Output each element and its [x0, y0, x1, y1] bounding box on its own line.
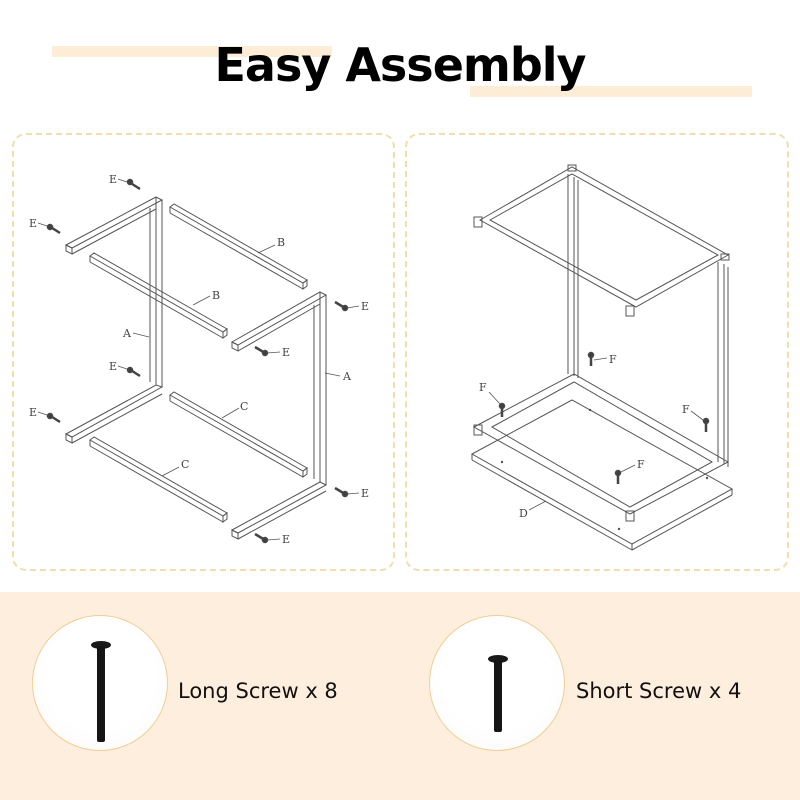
label-f: F: [637, 458, 645, 471]
label-e: E: [282, 346, 290, 359]
long-screw-thumbnail: [32, 615, 168, 751]
title-highlight-right: [470, 86, 752, 97]
label-c: C: [240, 400, 248, 413]
title-highlight-left: [52, 46, 332, 57]
long-screw-icon: [91, 641, 111, 742]
label-b: B: [277, 236, 285, 249]
label-e: E: [282, 533, 290, 546]
short-screw-thumbnail: [429, 615, 565, 751]
short-screw-label: Short Screw x 4: [576, 679, 742, 703]
label-e: E: [361, 487, 369, 500]
label-d: D: [519, 507, 528, 520]
label-f: F: [479, 381, 487, 394]
label-e: E: [29, 217, 37, 230]
label-f: F: [682, 403, 690, 416]
label-c: C: [181, 458, 189, 471]
label-e: E: [29, 406, 37, 419]
assembled-frame-illustration: F F F F D: [470, 164, 734, 551]
label-e: E: [109, 173, 117, 186]
label-b: B: [212, 289, 220, 302]
label-e: E: [109, 360, 117, 373]
label-a: A: [122, 327, 132, 340]
page-title: Easy Assembly: [214, 38, 586, 92]
assembled-frame-diagram: F F F F D: [405, 133, 789, 571]
exploded-parts-diagram: E E E E E E E E B B A A C C: [12, 133, 395, 571]
long-screw-label: Long Screw x 8: [178, 679, 338, 703]
short-screw-icon: [488, 655, 508, 732]
label-f: F: [609, 353, 617, 366]
label-e: E: [361, 300, 369, 313]
exploded-frame-illustration: E E E E E E E E B B A A C C: [29, 173, 369, 546]
label-a: A: [342, 370, 352, 383]
